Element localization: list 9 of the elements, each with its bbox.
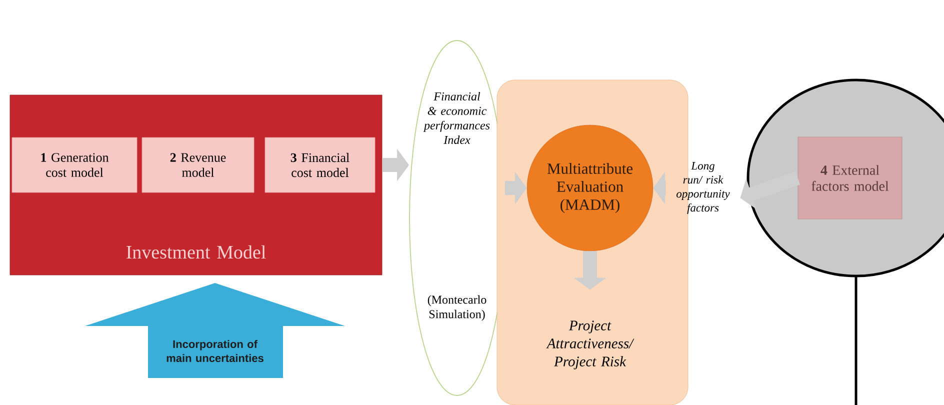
- model-box: 1 Generation cost model: [12, 137, 138, 193]
- block-arrow: [740, 171, 800, 210]
- factors-text: Long run/ risk opportunity factors: [676, 162, 730, 214]
- model-box: 2 Revenue model: [142, 137, 254, 193]
- ellipse-text: (Montecarlo Simulation): [428, 295, 486, 321]
- result-text: Project Attractiveness/ Project Risk: [546, 320, 634, 370]
- model-box: 3 Financial cost model: [264, 137, 376, 193]
- box-title: Investment Model: [126, 245, 266, 259]
- ellipse-text: Financial & economic performances Index: [423, 92, 490, 144]
